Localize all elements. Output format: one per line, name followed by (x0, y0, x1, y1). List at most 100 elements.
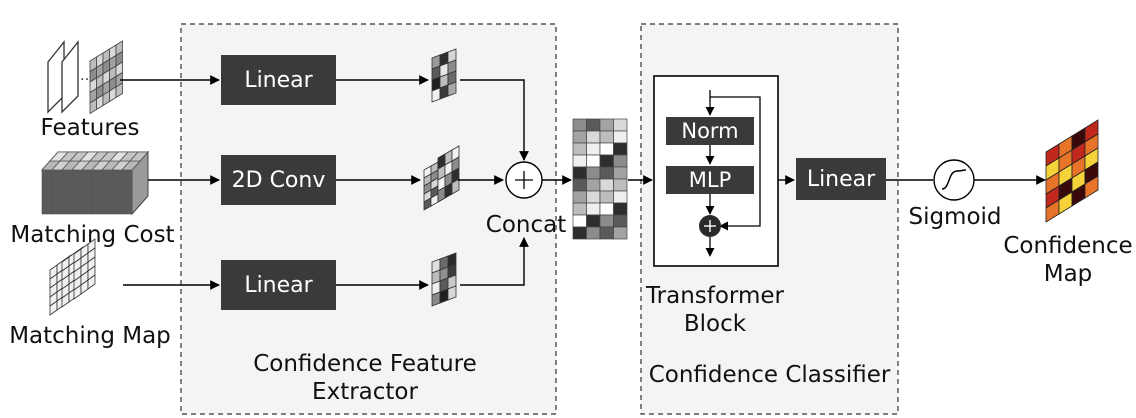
token-cell (586, 202, 601, 216)
classifier-title: Confidence Classifier (648, 362, 891, 388)
token-cell (599, 226, 614, 240)
cost-cell (101, 202, 113, 215)
cost-cell (101, 169, 113, 182)
linear-bottom-box (221, 260, 336, 310)
cost-cell (41, 191, 53, 204)
map-cell (87, 274, 96, 290)
confidence-map-label: Confidence Map (1003, 233, 1133, 287)
conv-box (221, 155, 336, 205)
token-cell (613, 118, 628, 132)
cost-cell (71, 191, 83, 204)
cost-cell (51, 169, 63, 182)
feature-map-top (431, 48, 457, 103)
classifier-linear-box (796, 158, 886, 200)
token-cell (586, 142, 601, 156)
cost-cell (121, 191, 133, 204)
cost-cell (91, 180, 103, 193)
features-icon: … (47, 40, 123, 115)
token-matrix (572, 118, 628, 240)
cost-cell (101, 191, 113, 204)
cost-cell (121, 202, 133, 215)
cost-cell (51, 180, 63, 193)
token-cell (613, 154, 628, 168)
token-cell (586, 178, 601, 192)
linear-top-box (221, 55, 336, 105)
feature-map-mid (423, 145, 460, 211)
sigmoid-label: Sigmoid (908, 204, 1002, 230)
token-cell (586, 166, 601, 180)
token-cell (572, 190, 587, 204)
matching-map-icon (49, 238, 96, 316)
feature-map-bottom (431, 252, 457, 307)
features-label: Features (40, 115, 140, 141)
token-cell (599, 118, 614, 132)
cost-cell (81, 202, 93, 215)
cost-cell (51, 191, 63, 204)
cost-cell (111, 169, 123, 182)
cost-cell (41, 169, 53, 182)
token-cell (572, 154, 587, 168)
token-cell (572, 142, 587, 156)
cost-cell (81, 180, 93, 193)
mlp-box (666, 166, 754, 194)
small-map-cell (447, 81, 457, 97)
cost-cell (81, 191, 93, 204)
token-cell (613, 178, 628, 192)
token-cell (613, 142, 628, 156)
matching-map-label: Matching Map (9, 323, 171, 349)
cost-cell (101, 180, 113, 193)
cost-cell (121, 169, 133, 182)
token-cell (599, 142, 614, 156)
small-map-cell (447, 285, 457, 301)
cost-cell (81, 169, 93, 182)
token-cell (572, 178, 587, 192)
token-cell (586, 154, 601, 168)
token-cell (572, 130, 587, 144)
cost-cell (51, 202, 63, 215)
matching-cost-icon (40, 150, 150, 216)
token-cell (586, 226, 601, 240)
cost-cell (111, 180, 123, 193)
cost-cell (61, 202, 73, 215)
cost-cell (61, 191, 73, 204)
cost-cell (61, 169, 73, 182)
token-cell (613, 190, 628, 204)
cost-cell (71, 202, 83, 215)
residual-add-icon (699, 215, 721, 237)
sigmoid-icon (933, 159, 975, 201)
cost-cell (111, 202, 123, 215)
cost-cell (71, 169, 83, 182)
token-cell (586, 190, 601, 204)
token-cell (599, 190, 614, 204)
token-cell (586, 118, 601, 132)
extractor-title: Confidence Feature Extractor (253, 351, 477, 405)
cost-cell (71, 180, 83, 193)
feature-cell (115, 82, 123, 99)
cost-cell (111, 191, 123, 204)
token-cell (586, 214, 601, 228)
token-cell (586, 130, 601, 144)
cost-cell (61, 180, 73, 193)
matching-cost-label: Matching Cost (10, 222, 175, 248)
token-cell (613, 202, 628, 216)
cost-cell (91, 202, 103, 215)
cost-top-cell (129, 151, 149, 162)
token-cell (613, 214, 628, 228)
residual-connection (710, 96, 761, 231)
token-cell (599, 154, 614, 168)
token-cell (572, 118, 587, 132)
token-cell (572, 166, 587, 180)
cost-cell (121, 180, 133, 193)
transformer-label: Transformer Block (645, 283, 784, 337)
cost-cell (91, 169, 103, 182)
arrow-bottom-to-concat (460, 237, 529, 286)
token-cell (613, 226, 628, 240)
cost-cell (91, 191, 103, 204)
token-cell (613, 166, 628, 180)
arrow-top-to-concat (460, 79, 529, 161)
token-cell (613, 130, 628, 144)
heat-cell (1084, 175, 1099, 199)
cost-cell (41, 180, 53, 193)
concat-plus-icon (505, 161, 543, 199)
